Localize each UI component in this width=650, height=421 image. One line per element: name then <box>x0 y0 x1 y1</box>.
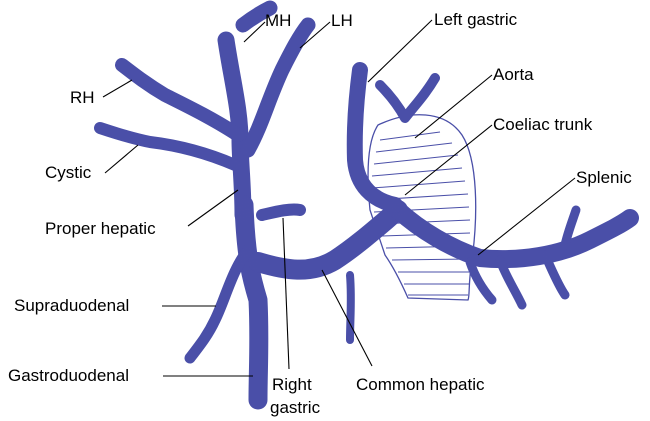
leader-rh <box>103 80 132 97</box>
label-coeliac-trunk: Coeliac trunk <box>493 115 593 134</box>
label-proper-hepatic: Proper hepatic <box>45 219 156 238</box>
leader-proper-hepatic <box>188 190 238 226</box>
vessel-tree <box>100 8 630 400</box>
label-right-gastric-line1: Right <box>272 375 312 394</box>
label-gastroduodenal: Gastroduodenal <box>8 366 129 385</box>
labels: MH LH Left gastric RH Aorta Coeliac trun… <box>8 10 632 417</box>
vessel-fill <box>100 8 630 400</box>
label-rh: RH <box>70 88 95 107</box>
label-cystic: Cystic <box>45 163 92 182</box>
label-splenic: Splenic <box>576 168 632 187</box>
leader-cystic <box>105 145 138 173</box>
label-lh: LH <box>331 11 353 30</box>
leader-left-gastric <box>368 20 432 82</box>
label-mh: MH <box>265 11 291 30</box>
label-left-gastric: Left gastric <box>434 10 518 29</box>
leader-right-gastric <box>283 218 289 369</box>
label-common-hepatic: Common hepatic <box>356 375 485 394</box>
label-right-gastric-line2: gastric <box>270 398 321 417</box>
label-aorta: Aorta <box>493 65 534 84</box>
label-supraduodenal: Supraduodenal <box>14 296 129 315</box>
